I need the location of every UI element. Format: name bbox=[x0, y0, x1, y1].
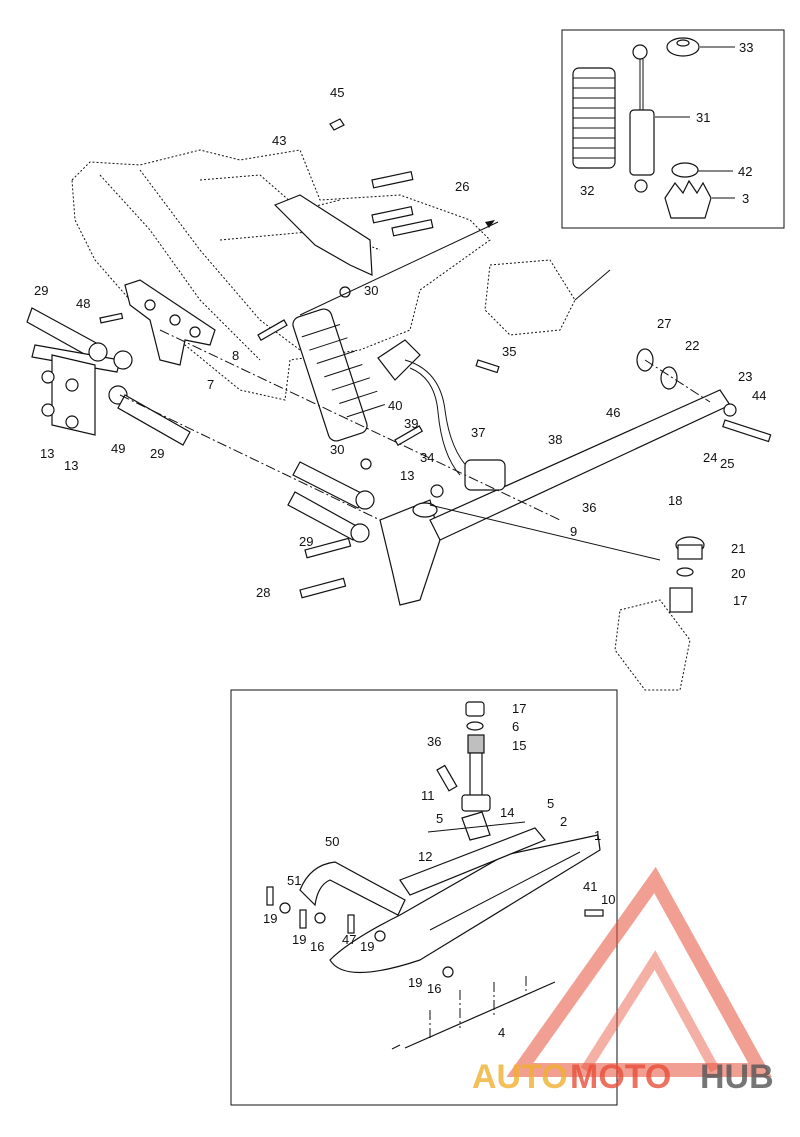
shock-part bbox=[629, 44, 655, 193]
callout-43: 43 bbox=[272, 133, 286, 148]
callout-17-a: 17 bbox=[733, 593, 747, 608]
callout-16-a: 16 bbox=[310, 939, 324, 954]
callout-3: 3 bbox=[742, 191, 749, 206]
callout-26: 26 bbox=[455, 179, 469, 194]
spring-part bbox=[572, 67, 616, 169]
cup-33 bbox=[666, 37, 700, 57]
ski-body bbox=[329, 834, 601, 973]
callout-8: 8 bbox=[232, 348, 239, 363]
callout-1: 1 bbox=[594, 828, 601, 843]
callout-12: 12 bbox=[418, 849, 432, 864]
watermark-triangle-inner bbox=[580, 950, 720, 1073]
callout-20: 20 bbox=[731, 566, 745, 581]
callout-33: 33 bbox=[739, 40, 753, 55]
callout-19-c: 19 bbox=[360, 939, 374, 954]
callout-39: 39 bbox=[404, 416, 418, 431]
callouts: 33 31 32 42 3 45 43 26 29 48 30 8 7 13 1… bbox=[34, 40, 766, 1040]
callout-30-b: 30 bbox=[330, 442, 344, 457]
callout-31: 31 bbox=[696, 110, 710, 125]
callout-15: 15 bbox=[512, 738, 526, 753]
callout-35: 35 bbox=[502, 344, 516, 359]
callout-9: 9 bbox=[570, 524, 577, 539]
callout-14: 14 bbox=[500, 805, 514, 820]
watermark-auto: AUTO bbox=[472, 1058, 568, 1096]
callout-13-c: 13 bbox=[400, 468, 414, 483]
callout-13-a: 13 bbox=[40, 446, 54, 461]
callout-18: 18 bbox=[668, 493, 682, 508]
seat-3 bbox=[664, 179, 712, 219]
callout-38: 38 bbox=[548, 432, 562, 447]
callout-19-b: 19 bbox=[292, 932, 306, 947]
watermark-hub: HUB bbox=[700, 1058, 774, 1096]
watermark-triangle-outer bbox=[506, 866, 772, 1077]
cup-42 bbox=[671, 162, 699, 178]
callout-37: 37 bbox=[471, 425, 485, 440]
callout-29-b: 29 bbox=[150, 446, 164, 461]
callout-51: 51 bbox=[287, 873, 301, 888]
callout-49: 49 bbox=[111, 441, 125, 456]
callout-47: 47 bbox=[342, 932, 356, 947]
callout-10: 10 bbox=[601, 892, 615, 907]
callout-19-a: 19 bbox=[263, 911, 277, 926]
ski-inset bbox=[230, 689, 618, 1106]
watermark: AUTO MOTO HUB bbox=[472, 866, 774, 1096]
callout-40: 40 bbox=[388, 398, 402, 413]
callout-30-a: 30 bbox=[364, 283, 378, 298]
callout-2: 2 bbox=[560, 814, 567, 829]
callout-16-b: 16 bbox=[427, 981, 441, 996]
callout-5-a: 5 bbox=[547, 796, 554, 811]
callout-44: 44 bbox=[752, 388, 766, 403]
callout-23: 23 bbox=[738, 369, 752, 384]
callout-25: 25 bbox=[720, 456, 734, 471]
inset-frame bbox=[561, 29, 785, 229]
callout-27: 27 bbox=[657, 316, 671, 331]
callout-22: 22 bbox=[685, 338, 699, 353]
callout-6: 6 bbox=[512, 719, 519, 734]
callout-50: 50 bbox=[325, 834, 339, 849]
callout-46: 46 bbox=[606, 405, 620, 420]
callout-48: 48 bbox=[76, 296, 90, 311]
callout-41: 41 bbox=[583, 879, 597, 894]
callout-42: 42 bbox=[738, 164, 752, 179]
callout-11: 11 bbox=[421, 788, 435, 803]
callout-21: 21 bbox=[731, 541, 745, 556]
callout-34: 34 bbox=[420, 450, 434, 465]
suspension-main bbox=[26, 118, 772, 691]
callout-4: 4 bbox=[498, 1025, 505, 1040]
callout-45: 45 bbox=[330, 85, 344, 100]
callout-36-a: 36 bbox=[582, 500, 596, 515]
callout-5-b: 5 bbox=[436, 811, 443, 826]
watermark-moto: MOTO bbox=[570, 1058, 671, 1096]
callout-24: 24 bbox=[703, 450, 717, 465]
callout-36-b: 36 bbox=[427, 734, 441, 749]
callout-17-b: 17 bbox=[512, 701, 526, 716]
callout-19-d: 19 bbox=[408, 975, 422, 990]
callout-28: 28 bbox=[256, 585, 270, 600]
shock-inset bbox=[561, 29, 785, 229]
callout-13-b: 13 bbox=[64, 458, 78, 473]
callout-29-a: 29 bbox=[34, 283, 48, 298]
callout-32: 32 bbox=[580, 183, 594, 198]
callout-29-c: 29 bbox=[299, 534, 313, 549]
ski-inset-frame bbox=[230, 689, 618, 1106]
chassis-outline bbox=[71, 149, 491, 401]
callout-7: 7 bbox=[207, 377, 214, 392]
